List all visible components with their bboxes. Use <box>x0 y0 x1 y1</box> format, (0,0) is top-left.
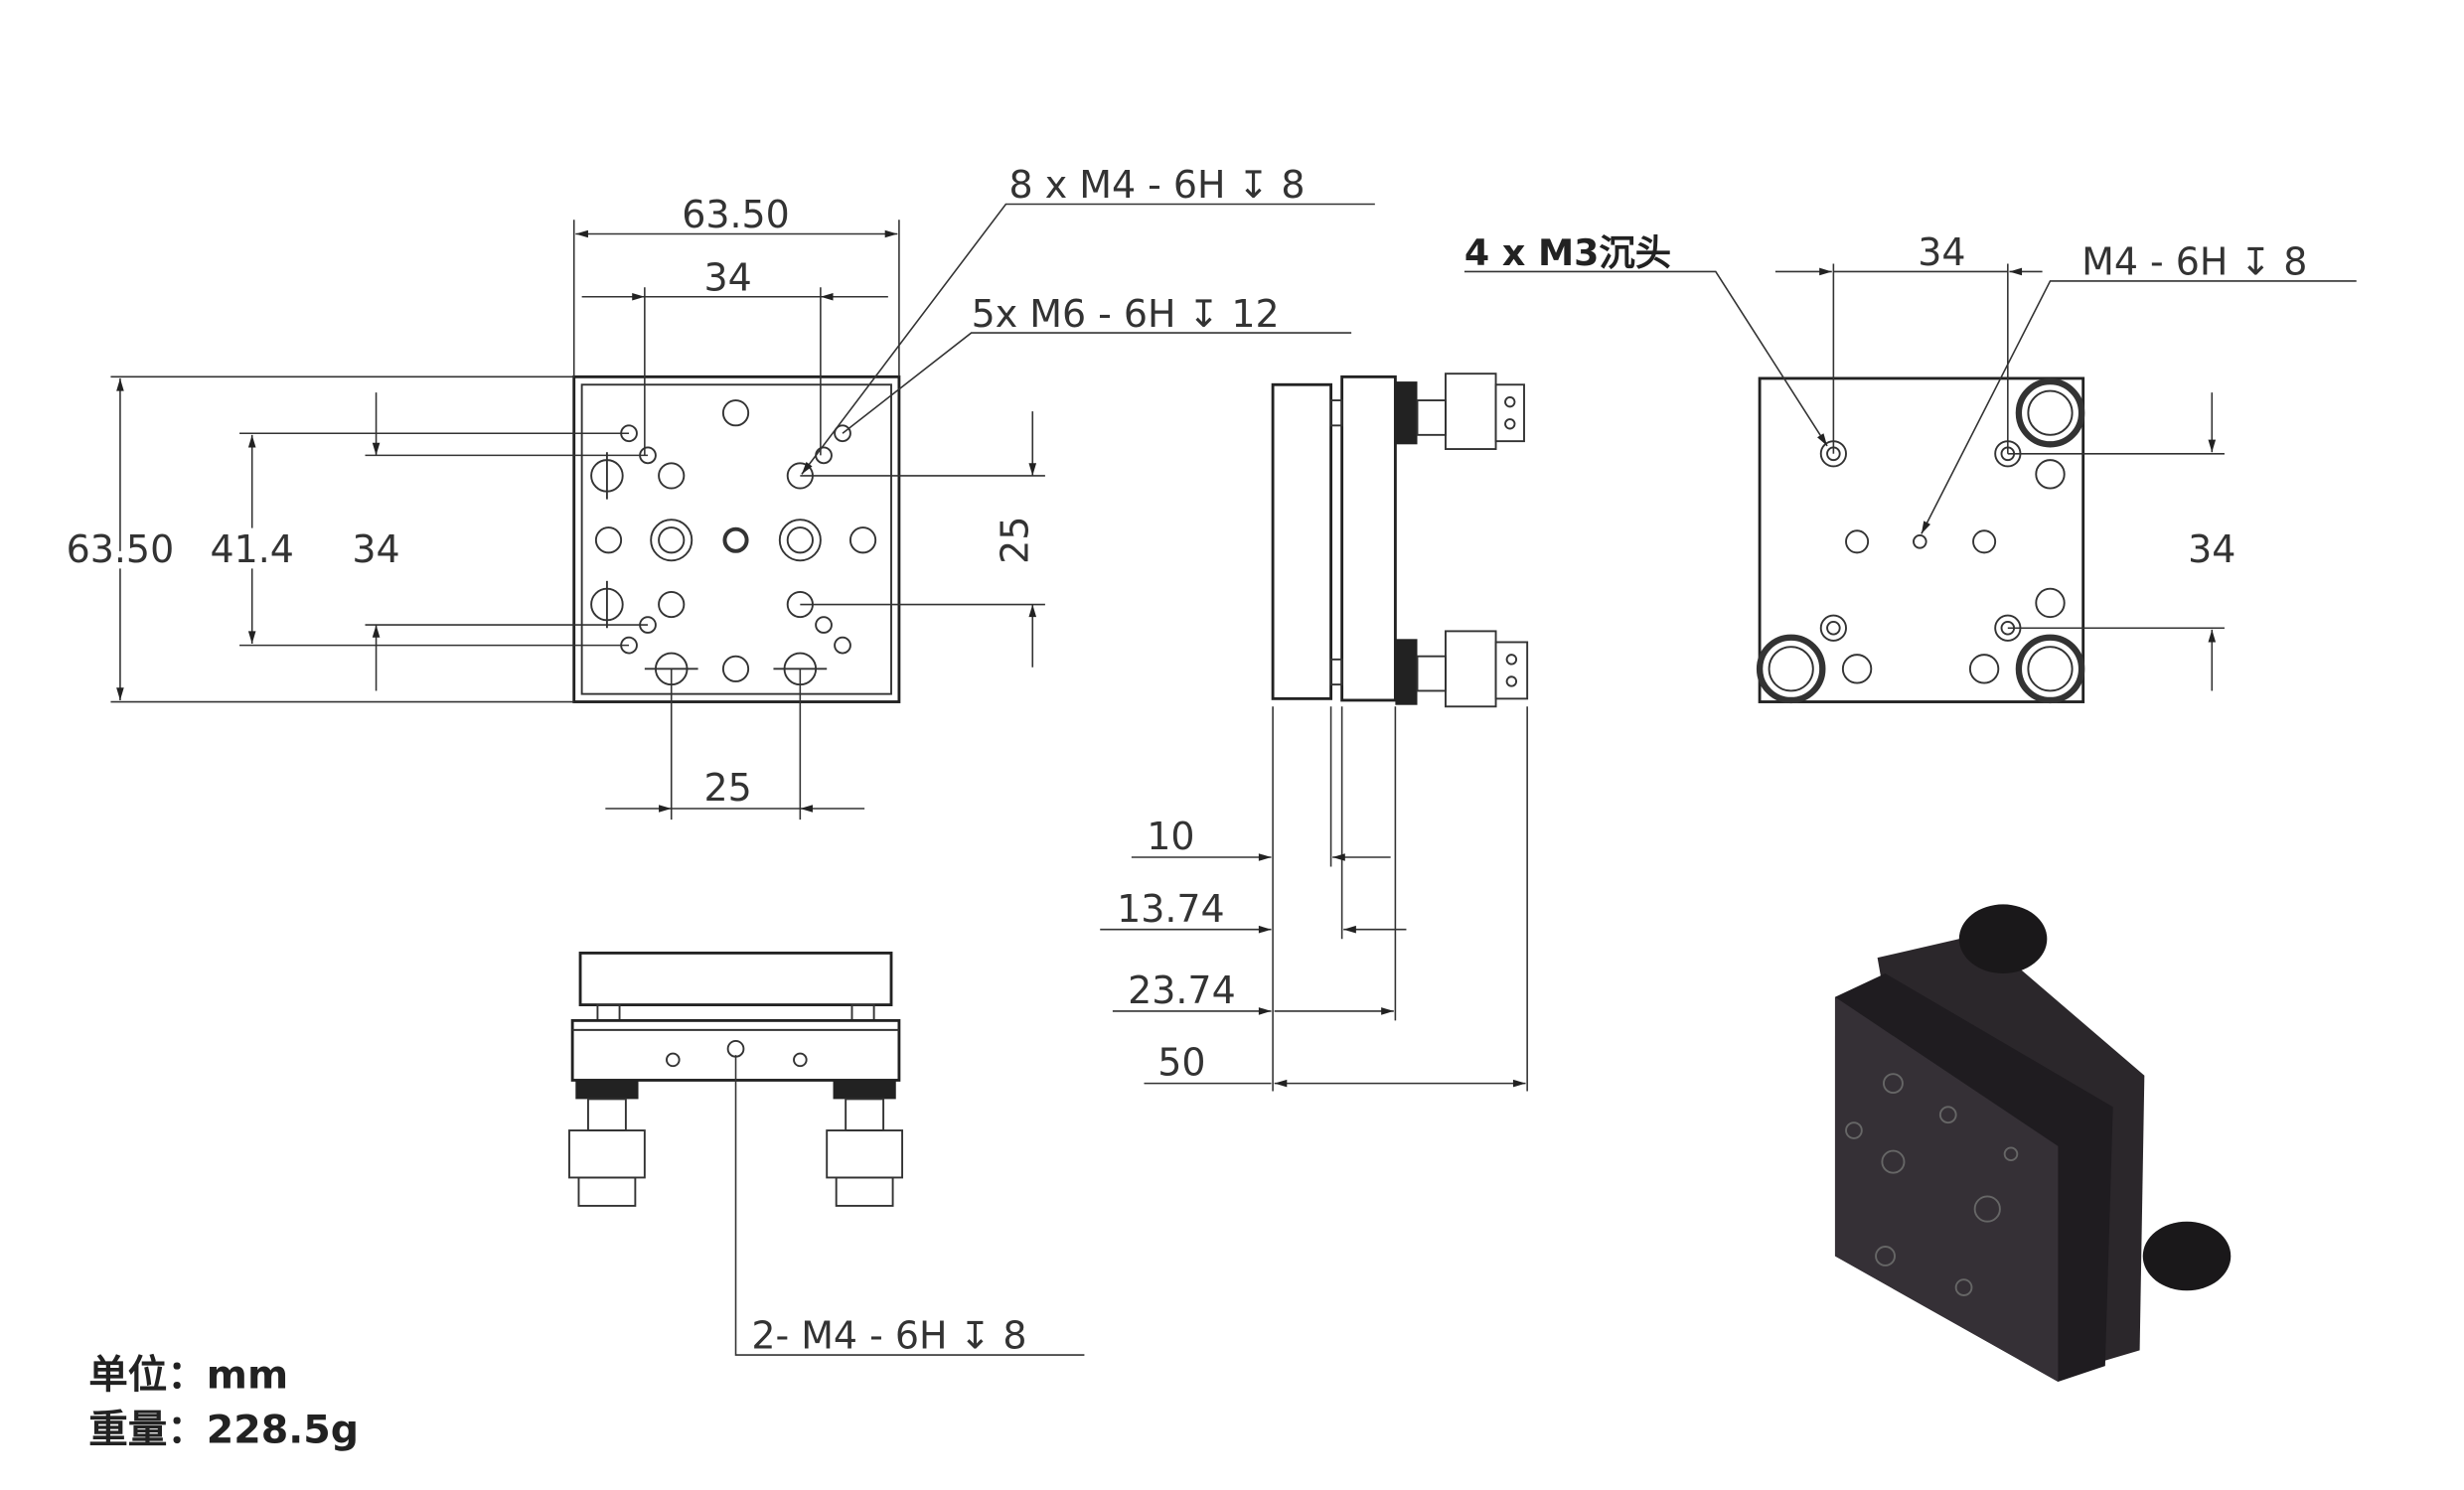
dim-height-41-4: 41.4 <box>210 527 293 571</box>
top-view: 63.50 34 8 x M4 - 6H ↧ 8 5x M6 - 6H ↧ 12… <box>60 163 1375 820</box>
callout-m4: M4 - 6H ↧ 8 <box>2081 240 2307 284</box>
top-plate-outline <box>572 374 901 703</box>
dim-horizontal-25: 25 <box>703 766 751 810</box>
callout-8x-m4: 8 x M4 - 6H ↧ 8 <box>1009 163 1306 207</box>
dim-vertical-25: 25 <box>994 517 1037 564</box>
dim-34-right: 34 <box>2188 527 2235 571</box>
dim-height-63-50: 63.50 <box>67 527 175 571</box>
callout-2-m4: 2- M4 - 6H ↧ 8 <box>751 1314 1026 1358</box>
callout-4x-m3-countersunk: 4 x M3沉头 <box>1464 231 1671 274</box>
callout-5x-m6: 5x M6 - 6H ↧ 12 <box>972 292 1280 336</box>
dim-width-63-50: 63.50 <box>682 193 790 236</box>
side-view: 10 13.74 23.74 50 <box>1100 372 1529 1092</box>
dim-width-34: 34 <box>703 255 751 299</box>
weight-label: 重量：228.5g <box>88 1408 359 1453</box>
unit-label: 单位：mm <box>88 1352 288 1398</box>
dim-34-top: 34 <box>1918 230 1965 274</box>
bottom-view: 4 x M3沉头 M4 - 6H ↧ 8 34 34 <box>1464 230 2357 704</box>
dim-10: 10 <box>1147 815 1194 858</box>
dim-50: 50 <box>1157 1041 1205 1085</box>
isometric-render <box>1834 904 2232 1382</box>
dim-23-74: 23.74 <box>1128 968 1236 1012</box>
top-plate-holes <box>590 399 877 686</box>
dim-height-34: 34 <box>352 527 399 571</box>
front-view: 2- M4 - 6H ↧ 8 <box>568 952 1085 1358</box>
dim-13-74: 13.74 <box>1117 887 1225 931</box>
